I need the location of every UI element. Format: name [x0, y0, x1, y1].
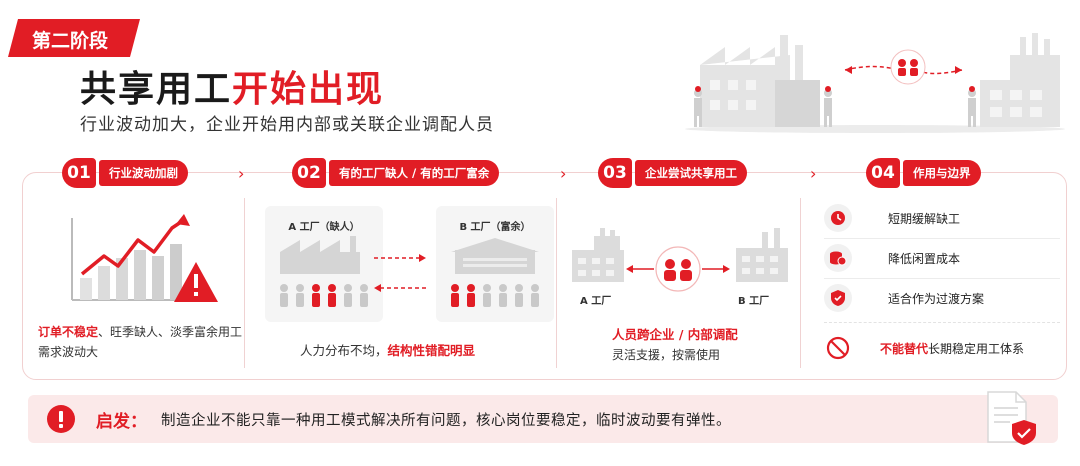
step-02-header: 02 有的工厂缺人 / 有的工厂富余 — [292, 158, 500, 188]
alert-icon — [47, 405, 75, 433]
step-02-number: 02 — [292, 158, 326, 188]
column-divider — [244, 198, 245, 368]
limit-text-rest: 长期稳定用工体系 — [928, 341, 1025, 356]
step-03-desc-title: 人员跨企业 / 内部调配 — [612, 327, 738, 342]
divider — [824, 278, 1060, 279]
step-01-desc-red: 订单不稳定 — [38, 325, 99, 339]
benefit-text: 降低闲置成本 — [888, 251, 961, 266]
factory-b-label: B 工厂（富余） — [459, 222, 531, 233]
limit-text: 不能替代长期稳定用工体系 — [880, 340, 1024, 357]
factory-b-box: B 工厂（富余） — [436, 206, 554, 322]
limit-item: 不能替代长期稳定用工体系 — [824, 330, 1060, 366]
no-entry-icon — [824, 334, 852, 362]
step-03-number: 03 — [598, 158, 632, 188]
rising-bars-chart-icon — [71, 214, 218, 302]
step-04-header: 04 作用与边界 — [866, 158, 981, 188]
step-03-header: 03 企业尝试共享用工 — [598, 158, 747, 188]
step-01-label: 行业波动加剧 — [99, 160, 188, 186]
factory-workers-surplus-icon — [451, 238, 539, 307]
factory-a-box: A 工厂（缺人） — [265, 206, 383, 322]
factory-b-icon — [736, 228, 788, 282]
insight-label: 启发： — [96, 411, 147, 432]
divider — [824, 322, 1060, 323]
step-01-number: 01 — [62, 158, 96, 188]
document-shield-icon — [987, 391, 1036, 445]
benefit-text: 适合作为过渡方案 — [888, 291, 985, 306]
page-subtitle: 行业波动加大，企业开始用内部或关联企业调配人员 — [80, 115, 494, 135]
page-title: 共享用工开始出现 — [80, 60, 384, 112]
benefit-item: 降低闲置成本 — [824, 240, 1060, 276]
step-02-label: 有的工厂缺人 / 有的工厂富余 — [329, 160, 500, 186]
benefit-text: 短期缓解缺工 — [888, 211, 961, 226]
benefit-item: 短期缓解缺工 — [824, 200, 1060, 236]
coins-icon — [824, 244, 852, 272]
step-03-factory-a-label: A 工厂 — [580, 296, 612, 307]
column-divider — [556, 198, 557, 368]
divider — [824, 238, 1060, 239]
stage-badge-label: 第二阶段 — [32, 30, 109, 52]
step-01-description: 订单不稳定、旺季缺人、淡季富余用工需求波动大 — [38, 322, 248, 362]
column-divider — [800, 198, 801, 368]
step-03-factory-b-label: B 工厂 — [738, 296, 770, 307]
shield-check-icon — [824, 284, 852, 312]
factory-workers-shortage-icon — [280, 236, 368, 307]
chevron-right-icon: › — [560, 164, 567, 183]
clock-icon — [824, 204, 852, 232]
stage-badge: 第二阶段 — [8, 17, 140, 61]
step-02-description: 人力分布不均，结构性错配明显 — [300, 340, 475, 359]
factory-a-label: A 工厂（缺人） — [288, 222, 360, 233]
hero-factories-illustration — [685, 33, 1065, 133]
step-01-header: 01 行业波动加剧 — [62, 158, 188, 188]
chevron-right-icon: › — [238, 164, 245, 183]
step-01-desc-rest: 、旺季缺人、淡季富余用工需求波动大 — [38, 325, 243, 359]
insight-text: 制造企业不能只靠一种用工模式解决所有问题，核心岗位要稳定，临时波动要有弹性。 — [161, 412, 731, 429]
factory-a-icon — [572, 228, 624, 282]
step-04-label: 作用与边界 — [903, 160, 981, 186]
title-red-part: 开始出现 — [232, 69, 385, 110]
insight-bar: 启发： 制造企业不能只靠一种用工模式解决所有问题，核心岗位要稳定，临时波动要有弹… — [28, 395, 1058, 443]
benefit-item: 适合作为过渡方案 — [824, 280, 1060, 316]
exchange-arrows-icon — [374, 254, 426, 292]
step-03-label: 企业尝试共享用工 — [635, 160, 747, 186]
step-02-desc-red: 结构性错配明显 — [387, 343, 476, 358]
step-04-number: 04 — [866, 158, 900, 188]
step-02-desc-plain: 人力分布不均， — [300, 343, 388, 358]
shared-workers-exchange-icon — [626, 246, 730, 292]
chevron-right-icon: › — [810, 164, 817, 183]
limit-text-red: 不能替代 — [880, 341, 929, 356]
step-03-desc-sub: 灵活支援，按需使用 — [612, 348, 721, 362]
title-dark-part: 共享用工 — [80, 69, 233, 110]
